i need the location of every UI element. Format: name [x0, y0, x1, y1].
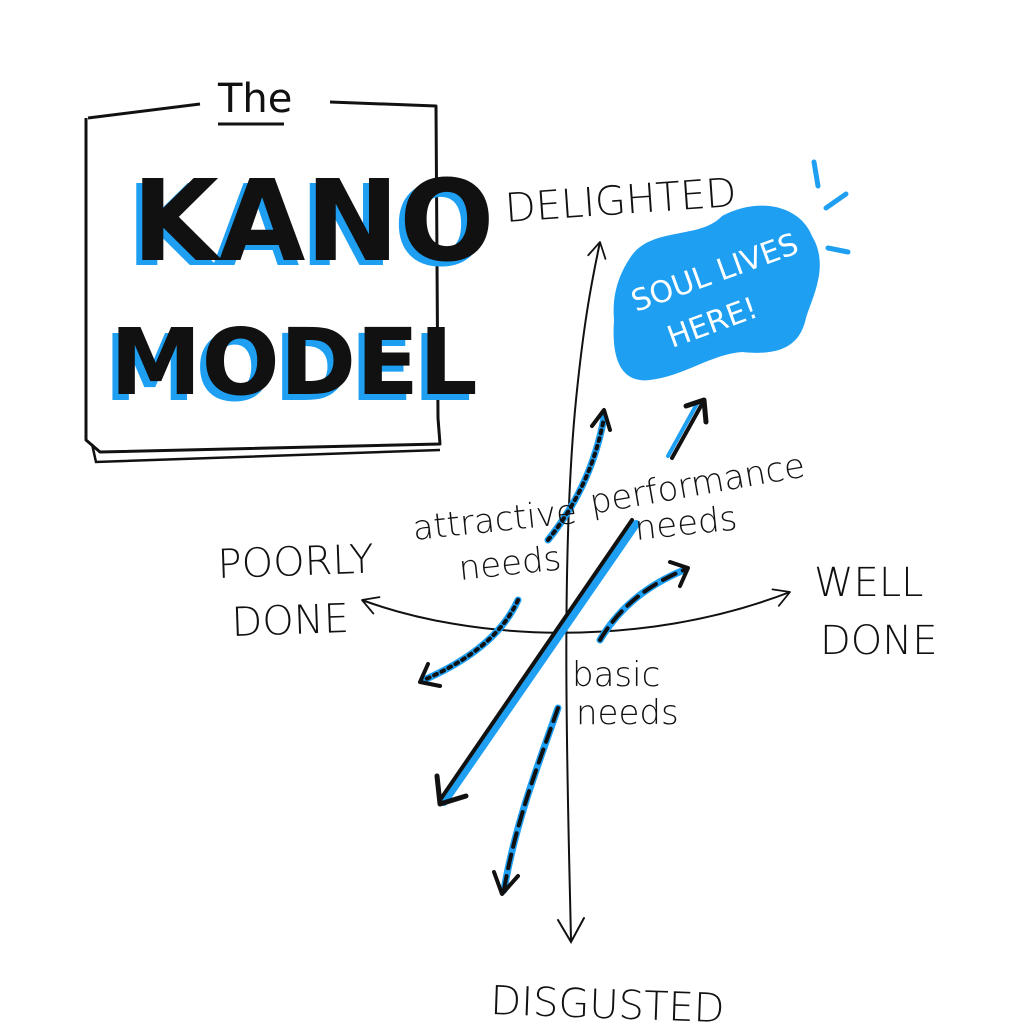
title-prefix: The — [217, 76, 292, 122]
soul-bubble-rays — [811, 159, 851, 255]
title-card-frame — [84, 100, 442, 454]
title-line1: KANO — [132, 157, 494, 287]
basic-curve-upper — [598, 568, 686, 642]
performance-curve-upper-accent — [666, 400, 700, 458]
basic-label-2: needs — [576, 693, 679, 733]
attractive-arrow-end — [590, 408, 612, 432]
vertical-axis — [565, 241, 607, 941]
performance-curve-accent — [440, 520, 640, 806]
basic-label-1: basic — [572, 655, 660, 695]
soul-bubble-shape — [613, 205, 820, 381]
axis-label-bottom: DISGUSTED — [490, 978, 726, 1024]
basic-arrow-end — [668, 560, 690, 588]
axis-label-top: DELIGHTED — [503, 170, 737, 232]
basic-curve: basic needs — [492, 560, 690, 896]
soul-bubble: SOUL LIVES HERE! — [613, 159, 851, 381]
vertical-axis-bottom-arrow — [557, 917, 585, 945]
title-line2-shadow: MODEL — [104, 315, 472, 422]
performance-curve: performance needs — [434, 397, 808, 807]
axis-label-right-1: WELL — [814, 560, 923, 606]
attractive-curve-lower-accent — [420, 596, 522, 684]
basic-curve-upper-accent — [596, 566, 688, 644]
axis-label-right-2: DONE — [820, 618, 937, 664]
axis-label-left-2: DONE — [231, 596, 350, 646]
title-line2: MODEL — [110, 309, 478, 416]
attractive-curve-lower — [422, 598, 520, 682]
attractive-arrow-start — [418, 662, 442, 688]
basic-arrow-start — [492, 870, 520, 896]
title-card: The KANO KANO MODEL MODEL — [84, 76, 494, 464]
performance-arrow-end — [683, 397, 709, 425]
title-card-edge — [90, 443, 441, 464]
attractive-curve-upper — [546, 416, 606, 542]
axis-label-left-1: POORLY — [217, 537, 375, 588]
performance-curve-line — [438, 518, 634, 802]
title-line1-shadow: KANO — [126, 162, 488, 292]
attractive-curve: attractive needs — [411, 408, 612, 688]
performance-curve-upper — [670, 402, 704, 460]
attractive-label-2: needs — [457, 538, 563, 589]
basic-curve-lower — [502, 706, 560, 892]
performance-arrow-start — [434, 773, 469, 807]
